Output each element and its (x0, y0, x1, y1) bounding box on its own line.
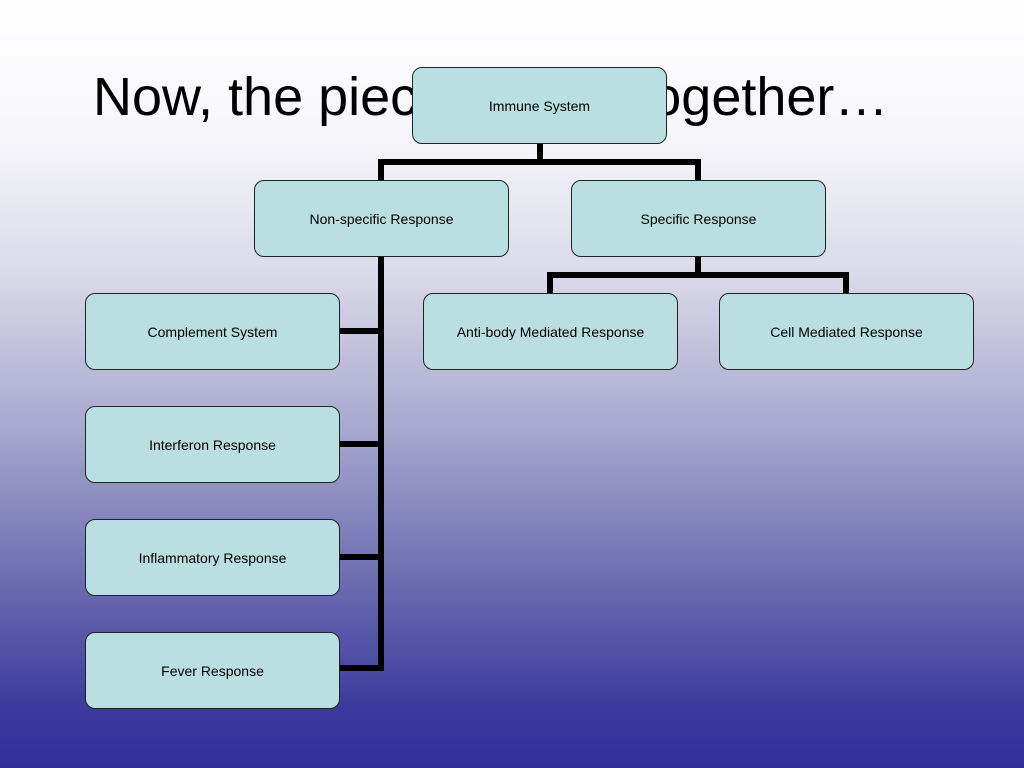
node-nonspecific-response: Non-specific Response (254, 180, 509, 257)
node-label: Cell Mediated Response (770, 323, 923, 340)
node-label: Interferon Response (149, 436, 276, 453)
node-inflammatory-response: Inflammatory Response (85, 519, 340, 596)
node-fever-response: Fever Response (85, 632, 340, 709)
node-label: Specific Response (640, 210, 757, 227)
node-specific-response: Specific Response (571, 180, 826, 257)
node-label: Fever Response (161, 662, 264, 679)
node-interferon-response: Interferon Response (85, 406, 340, 483)
node-label: Immune System (488, 97, 591, 114)
node-label: Inflammatory Response (138, 549, 287, 566)
node-immune-system: Immune System (412, 67, 667, 144)
node-cell-mediated-response: Cell Mediated Response (719, 293, 974, 370)
node-complement-system: Complement System (85, 293, 340, 370)
node-antibody-mediated-response: Anti-body Mediated Response (423, 293, 678, 370)
node-label: Anti-body Mediated Response (456, 323, 645, 340)
node-label: Non-specific Response (309, 210, 454, 227)
node-label: Complement System (147, 323, 278, 340)
